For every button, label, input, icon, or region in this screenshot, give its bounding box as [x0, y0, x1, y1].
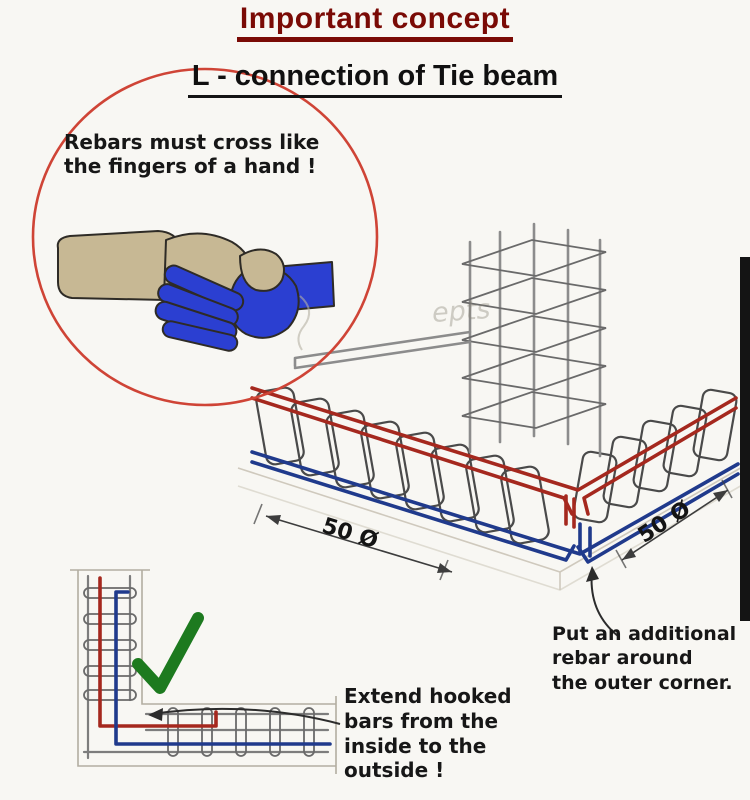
handshake-illustration [56, 230, 335, 352]
hooked-bar-blue [114, 590, 332, 746]
diagram-title-text: L - connection of Tie beam [187, 60, 563, 98]
page-title-text: Important concept [236, 2, 514, 42]
plan-ties [83, 587, 315, 757]
check-icon [132, 612, 204, 694]
projecting-bars [293, 330, 472, 370]
hooked-bar-red [98, 576, 218, 728]
watermark: epts [430, 294, 492, 329]
column-cage [461, 222, 607, 458]
emphasis-ellipse [31, 67, 379, 407]
sketch-squiggle [297, 295, 311, 351]
right-edge-strip [740, 257, 750, 621]
tan-thumb [239, 248, 285, 292]
corner-note-arrow [586, 566, 619, 637]
plan-detail-2d [70, 569, 337, 774]
corner-note: Put an additional rebar around the outer… [552, 623, 737, 694]
hands-note: Rebars must cross like the fingers of a … [64, 130, 320, 179]
extend-note: Extend hooked bars from the inside to th… [344, 684, 512, 783]
longitudinal-rebars [250, 386, 740, 564]
dimension-label-left: 50 Ø [319, 513, 381, 554]
diagram-title: L - connection of Tie beam [0, 60, 750, 98]
corner-3d-diagram [250, 222, 740, 564]
blue-fingers [154, 264, 245, 352]
extend-note-arrow [148, 707, 341, 725]
page-title: Important concept [0, 2, 750, 42]
